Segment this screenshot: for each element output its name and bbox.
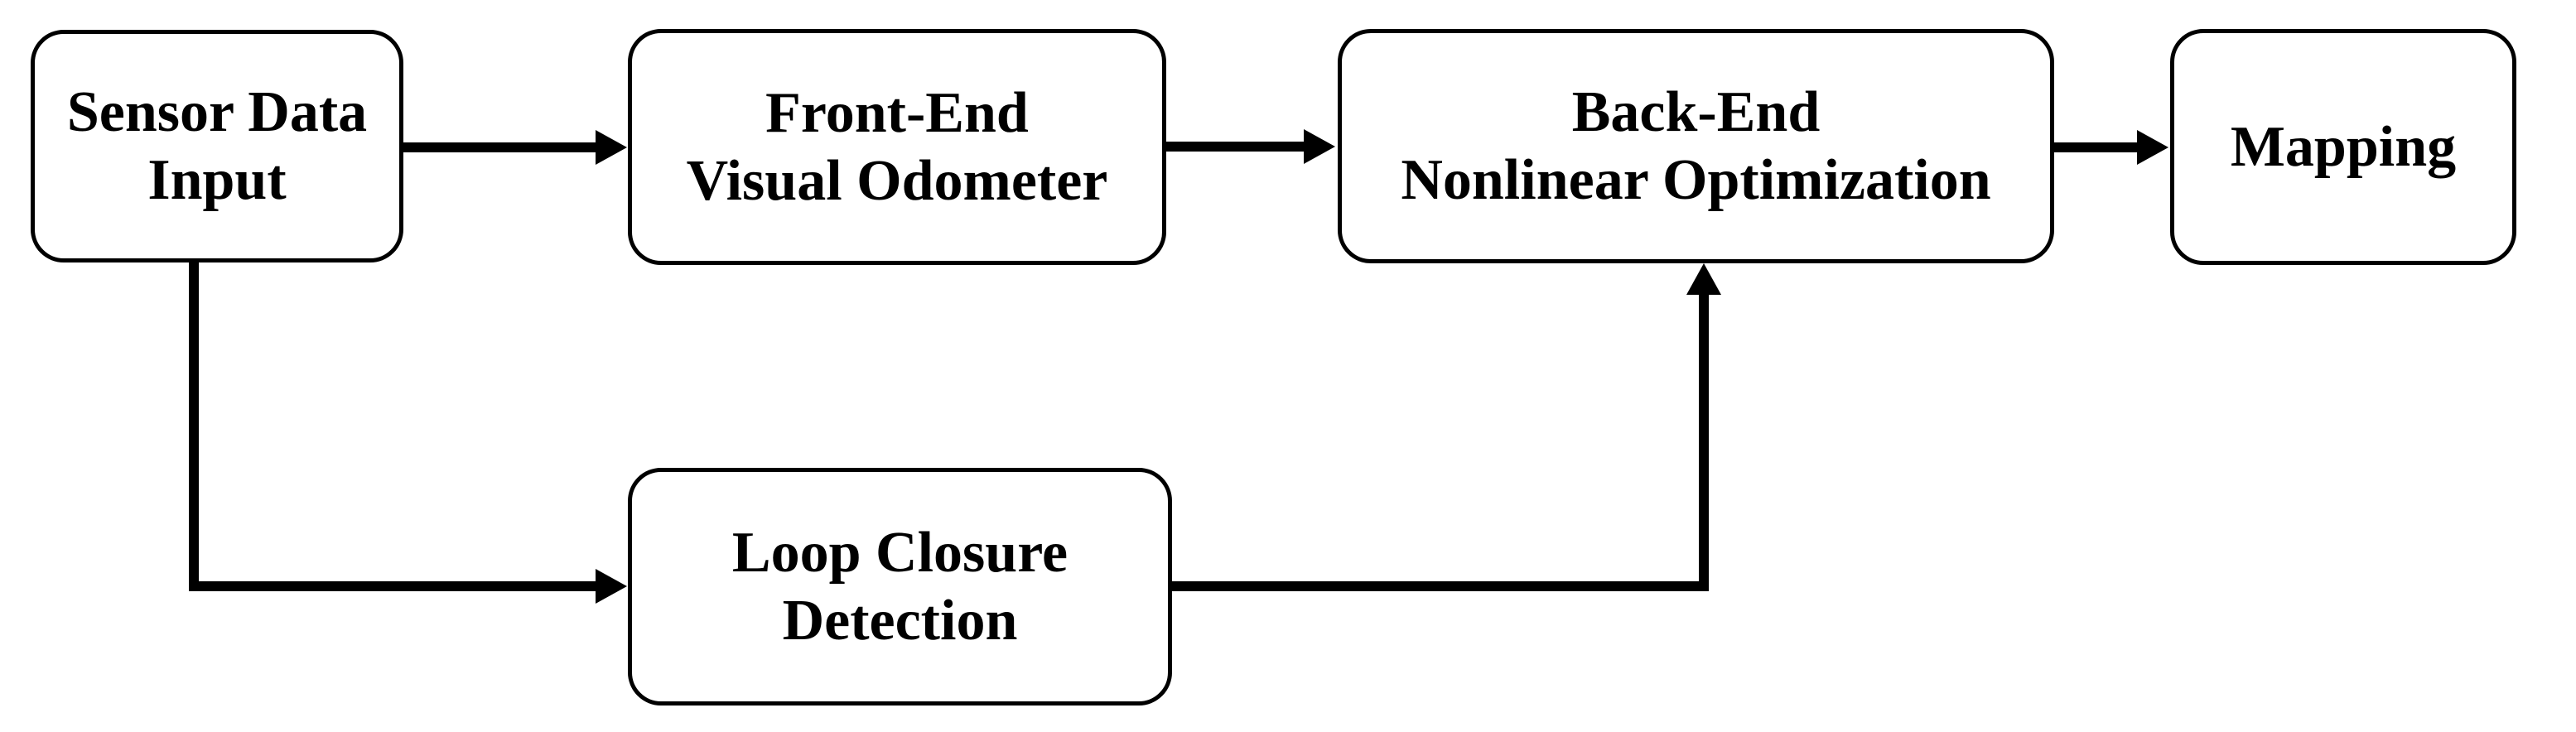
node-label: Loop Closure Detection xyxy=(731,520,1069,653)
node-mapping: Mapping xyxy=(2170,29,2516,265)
node-sensor-data-input: Sensor Data Input xyxy=(31,30,403,262)
node-label: Sensor Data Input xyxy=(66,79,368,212)
arrow-loop-to-backend xyxy=(1170,263,1721,591)
arrow-sensor-to-frontend xyxy=(403,130,627,165)
arrow-frontend-to-backend xyxy=(1164,129,1335,164)
node-label: Mapping xyxy=(2230,114,2457,179)
arrow-backend-to-mapping xyxy=(2054,130,2168,165)
arrow-sensor-to-loop xyxy=(189,262,627,604)
node-loop-closure-detection: Loop Closure Detection xyxy=(628,468,1172,706)
arrowhead-right xyxy=(596,130,627,165)
node-label: Front-End Visual Odometer xyxy=(686,80,1108,213)
node-label: Back-End Nonlinear Optimization xyxy=(1401,79,1991,212)
arrowhead-right xyxy=(596,569,627,604)
node-front-end-visual-odometer: Front-End Visual Odometer xyxy=(628,29,1166,265)
arrowhead-right xyxy=(1304,129,1335,164)
node-back-end-nonlinear-optimization: Back-End Nonlinear Optimization xyxy=(1338,29,2054,263)
arrowhead-up xyxy=(1686,263,1721,295)
arrowhead-right xyxy=(2137,130,2168,165)
